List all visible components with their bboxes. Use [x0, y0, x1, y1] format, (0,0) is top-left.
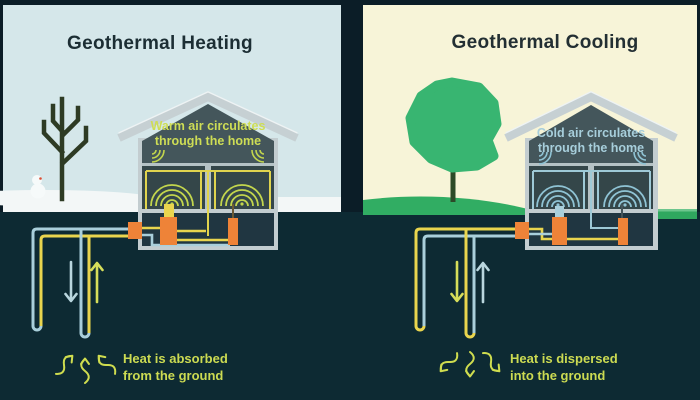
- heat-pump-unit: [552, 217, 567, 245]
- furnace-flue: [164, 204, 174, 218]
- caption-line: from the ground: [123, 368, 224, 383]
- cooling-house-caption: Cold air circulates through the home: [537, 126, 645, 156]
- heating-house-caption: Warm air circulates through the home: [151, 119, 266, 149]
- cold-air-duct-pipes: [532, 170, 651, 229]
- cooling-ground-caption: Heat is dispersed into the ground: [510, 350, 618, 384]
- warm-air-duct-pipes: [145, 170, 271, 236]
- heat-pump-unit: [160, 217, 177, 245]
- heating-ground-caption: Heat is absorbed from the ground: [123, 350, 228, 384]
- attic-airflow-arcs-icon: [538, 151, 647, 165]
- cooling-flue: [555, 206, 564, 218]
- cool-radiation-arcs-icon: [536, 185, 647, 208]
- leafy-tree-icon: [405, 77, 502, 202]
- heating-house: [117, 91, 299, 250]
- cooling-house: [504, 91, 678, 250]
- heating-panel-title: Geothermal Heating: [67, 33, 253, 54]
- grass-ground: [363, 196, 697, 219]
- water-tank-unit: [228, 218, 238, 245]
- attic-airflow-arcs-icon: [151, 149, 265, 163]
- heating-ground-loop-pipes: [31, 227, 128, 339]
- caption-line: through the home: [154, 134, 262, 148]
- caption-line: Warm air circulates: [150, 119, 266, 133]
- caption-line: Heat is dispersed: [510, 351, 618, 366]
- warm-down-arrow-icon: [450, 260, 464, 303]
- caption-line: Heat is absorbed: [123, 351, 228, 366]
- heat-absorbed-squiggle-arrows: [54, 354, 117, 384]
- heating-basement-pipes: [142, 226, 230, 247]
- cooling-panel-title: Geothermal Cooling: [451, 32, 639, 53]
- heat-dispersed-squiggle-arrows: [439, 351, 501, 378]
- warm-up-arrow-icon: [90, 261, 104, 304]
- cooling-ground-loop-pipes: [414, 227, 515, 339]
- snowman-icon: [30, 175, 46, 199]
- cool-up-arrow-icon: [476, 261, 490, 304]
- cold-down-arrow-icon: [64, 260, 78, 303]
- water-tank-unit: [618, 218, 628, 245]
- caption-line: into the ground: [510, 368, 606, 383]
- cooling-flow-arrows: [450, 260, 490, 304]
- caption-line: through the home: [537, 141, 645, 155]
- heating-flow-arrows: [64, 260, 104, 304]
- cooling-basement-pipes: [529, 227, 618, 241]
- bare-tree-icon: [41, 96, 89, 202]
- wall-pipe-connector: [515, 222, 529, 239]
- caption-line: Cold air circulates: [536, 126, 646, 140]
- wall-pipe-connector: [128, 222, 142, 239]
